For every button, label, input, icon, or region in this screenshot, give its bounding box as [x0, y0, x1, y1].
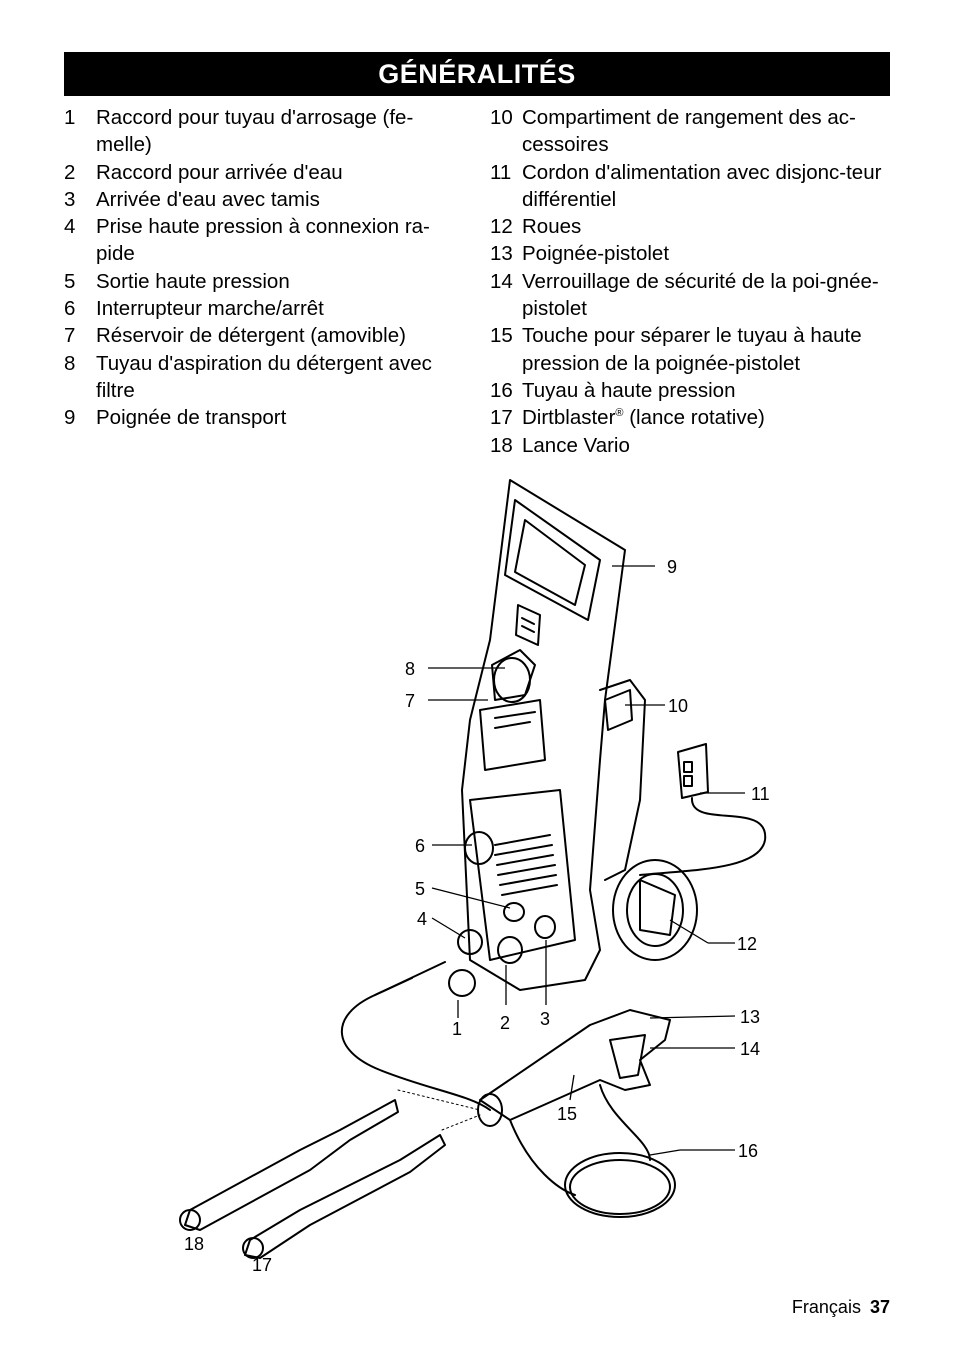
item-number: 2: [64, 160, 76, 184]
callout-2: 2: [500, 1013, 510, 1033]
item-text: Poignée de transport: [96, 406, 287, 430]
callout-12: 12: [737, 934, 757, 954]
item-number: 1: [64, 106, 76, 129]
list-item: 17 Dirtblaster® (lance rotative): [490, 404, 895, 431]
list-item: 10 Compartiment de rangement des ac-cesso…: [490, 104, 895, 159]
section-title: GÉNÉRALITÉS: [378, 58, 576, 89]
callout-13: 13: [740, 1007, 760, 1027]
list-item: 14 Verrouillage de sécurité de la poi-gné…: [490, 268, 895, 323]
item-text: Tuyau à haute pression: [522, 378, 736, 402]
item-number: 18: [490, 433, 513, 457]
page-number: 37: [869, 1297, 890, 1317]
item-text: Raccord pour arrivée d'eau: [96, 160, 343, 184]
list-item: 15 Touche pour séparer le tuyau à haute p…: [490, 322, 895, 377]
item-number: 14: [490, 269, 513, 293]
item-text: Poignée-pistolet: [522, 242, 670, 266]
parts-list-left: 1 Raccord pour tuyau d'arrosage (fe-melle…: [64, 104, 464, 432]
item-number: 6: [64, 297, 76, 321]
item-number: 17: [490, 406, 513, 430]
list-item: 1 Raccord pour tuyau d'arrosage (fe-melle…: [64, 104, 464, 159]
item-text: Lance Vario: [522, 433, 630, 457]
item-number: 15: [490, 324, 513, 348]
item-number: 4: [64, 215, 76, 239]
callout-18: 18: [184, 1234, 204, 1254]
callout-5: 5: [415, 879, 425, 899]
item-text: Arrivée d'eau avec tamis: [96, 187, 320, 211]
list-item: 8 Tuyau d'aspiration du détergent avec fi…: [64, 350, 464, 405]
callout-labels: 9 8 7 10 11 6 5 4 12 1 2 3 13 14 15 16 1…: [184, 557, 770, 1275]
callout-11: 11: [751, 784, 770, 804]
callout-8: 8: [405, 659, 415, 679]
item-text: Prise haute pression à connexion ra-pide: [96, 215, 430, 266]
list-item: 5 Sortie haute pression: [64, 268, 464, 295]
list-item: 9 Poignée de transport: [64, 404, 464, 431]
brand-name: Dirtblaster: [522, 406, 616, 430]
list-item: 3 Arrivée d'eau avec tamis: [64, 186, 464, 213]
callout-6: 6: [415, 836, 425, 856]
item-text: Dirtblaster® (lance rotative): [522, 404, 895, 431]
list-item: 13 Poignée-pistolet: [490, 240, 895, 267]
page-footer: Français 37: [792, 1297, 890, 1318]
callout-10: 10: [668, 696, 688, 716]
callout-7: 7: [405, 691, 415, 711]
callout-3: 3: [540, 1009, 550, 1029]
item-number: 12: [490, 215, 513, 239]
section-title-banner: GÉNÉRALITÉS: [64, 52, 890, 96]
item-text: Réservoir de détergent (amovible): [96, 324, 406, 348]
list-item: 7 Réservoir de détergent (amovible): [64, 322, 464, 349]
leader-lines: [428, 565, 745, 1156]
item-number: 9: [64, 406, 76, 430]
item-number: 8: [64, 351, 76, 375]
item-number: 10: [490, 106, 513, 129]
item-text: Sortie haute pression: [96, 269, 290, 293]
item-text: Touche pour séparer le tuyau à haute pre…: [522, 324, 862, 375]
list-item: 2 Raccord pour arrivée d'eau: [64, 159, 464, 186]
list-item: 11 Cordon d'alimentation avec disjonc-teu…: [490, 159, 895, 214]
item-number: 16: [490, 378, 513, 402]
callout-1: 1: [452, 1019, 462, 1039]
registered-mark: ®: [615, 407, 624, 420]
item-text: Interrupteur marche/arrêt: [96, 297, 324, 321]
item-number: 3: [64, 187, 76, 211]
item-text: Tuyau d'aspiration du détergent avec fil…: [96, 351, 432, 402]
callout-9: 9: [667, 557, 677, 577]
item-text: Raccord pour tuyau d'arrosage (fe-melle): [96, 106, 414, 157]
callout-4: 4: [417, 909, 427, 929]
footer-language: Français: [791, 1297, 861, 1317]
item-text: Verrouillage de sécurité de la poi-gnée-…: [522, 269, 879, 321]
item-text: Compartiment de rangement des ac-cessoir…: [522, 106, 856, 157]
pressure-washer-diagram: 9 8 7 10 11 6 5 4 12 1 2 3 13 14 15 16 1…: [179, 479, 770, 1275]
callout-14: 14: [740, 1039, 760, 1059]
item-text: Roues: [522, 215, 582, 239]
machine-outline: [179, 479, 767, 1259]
item-text-suffix: (lance rotative): [623, 406, 765, 430]
item-number: 11: [490, 160, 512, 184]
list-item: 16 Tuyau à haute pression: [490, 377, 895, 404]
callout-16: 16: [738, 1141, 758, 1161]
item-number: 5: [64, 269, 76, 293]
item-text: Cordon d'alimentation avec disjonc-teur …: [522, 160, 882, 211]
callout-17: 17: [252, 1255, 272, 1275]
item-number: 13: [490, 242, 513, 266]
parts-list-right: 10 Compartiment de rangement des ac-cesso…: [490, 104, 895, 459]
item-number: 7: [64, 324, 76, 348]
list-item: 4 Prise haute pression à connexion ra-pid…: [64, 213, 464, 268]
list-item: 6 Interrupteur marche/arrêt: [64, 295, 464, 322]
list-item: 12 Roues: [490, 213, 895, 240]
callout-15: 15: [557, 1104, 577, 1124]
list-item: 18 Lance Vario: [490, 432, 895, 459]
